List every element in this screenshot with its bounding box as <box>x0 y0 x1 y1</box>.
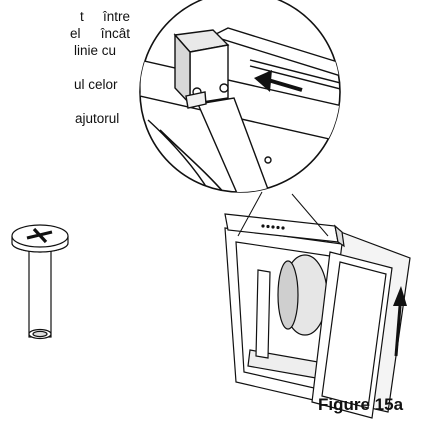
callout-line-left <box>237 191 263 237</box>
text-line-2: el încât <box>70 26 130 41</box>
callout-line-right <box>291 193 329 237</box>
text-line-4: ul celor <box>74 77 118 92</box>
text-line-1: t între <box>80 9 130 24</box>
screw-cross-icon <box>26 227 53 244</box>
screw-shank <box>28 243 52 338</box>
left-arrow-icon <box>254 70 272 92</box>
hood-assembly <box>224 213 411 419</box>
up-arrow-icon <box>393 286 407 306</box>
screw-illustration <box>11 224 69 340</box>
bracket-screw-right <box>219 83 229 93</box>
figure-caption: Figure 15a <box>318 395 404 414</box>
text-line-5: ajutorul <box>75 111 120 126</box>
text-line-3: linie cu <box>74 43 117 58</box>
magnified-detail <box>139 0 341 193</box>
